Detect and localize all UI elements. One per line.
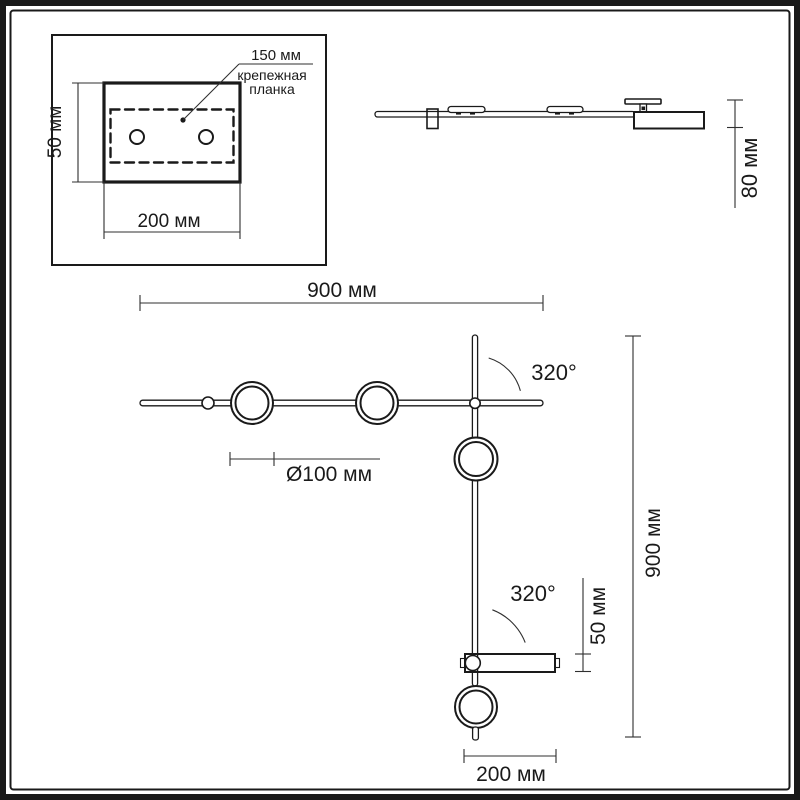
lamp-mount-nub — [555, 112, 560, 115]
side-view: 80 мм — [374, 98, 762, 208]
mount-bar-profile — [624, 98, 662, 105]
depth-dim-label: 80 мм — [737, 138, 762, 199]
bracket-width-dimension: 200 мм — [463, 749, 557, 786]
inset-frame — [51, 34, 327, 266]
arm-pivot — [201, 396, 215, 410]
ring-lamp-profile-1 — [447, 105, 486, 114]
ring-lamp-1 — [230, 381, 274, 425]
ring-inner — [458, 441, 494, 477]
height-dim-label: 900 мм — [642, 508, 665, 578]
bracket-height-dimension: 50 мм — [575, 578, 610, 673]
inset-view: 150 мм крепежная планка 50 мм 200 мм — [45, 34, 327, 266]
horizontal-arm — [139, 399, 544, 407]
driver-box-profile — [633, 111, 705, 130]
lower-rotation-arc — [492, 609, 526, 643]
ring-lamp-2 — [355, 381, 399, 425]
inset-height-dimension: 50 мм — [45, 82, 104, 183]
ring-lamp-4 — [454, 685, 498, 729]
lamp-mount-nub — [470, 112, 475, 115]
width-dim-label: 200 мм — [137, 211, 200, 232]
mounting-plate — [102, 81, 242, 184]
vertical-arm — [471, 334, 479, 687]
part-label-line1: крепежная — [237, 67, 306, 83]
ring-inner — [359, 385, 395, 421]
ring-lamp-profile-2 — [546, 105, 584, 114]
front-view: 900 мм 320° Ø100 мм — [139, 279, 665, 786]
arm-end-stub — [471, 726, 480, 741]
inner-frame — [9, 9, 791, 791]
part-label-line2: планка — [249, 81, 295, 97]
bracket-width-label: 200 мм — [476, 763, 546, 786]
crossing-pivot — [468, 397, 481, 410]
bracket-height-label: 50 мм — [587, 587, 610, 645]
screw-hole-left — [129, 129, 145, 145]
arm-profile — [374, 110, 636, 118]
width-dim-label: 900 мм — [307, 279, 377, 302]
upper-rotation-label: 320° — [531, 360, 577, 385]
inset-width-dimension: 200 мм — [103, 182, 241, 239]
lamp-mount-nub — [569, 112, 574, 115]
ring-inner — [458, 689, 494, 725]
lamp-mount-nub — [456, 112, 461, 115]
lower-rotation-label: 320° — [510, 581, 556, 606]
ring-lamp-3 — [453, 436, 499, 482]
offset-label: 150 мм — [251, 47, 301, 64]
ring-diameter-dimension: Ø100 мм — [229, 452, 380, 486]
height-dim-label: 50 мм — [45, 106, 66, 159]
width-dimension: 900 мм — [139, 279, 544, 311]
mounting-bar-dashed-outline — [109, 108, 235, 164]
depth-dimension: 80 мм — [727, 99, 762, 208]
leader-line — [182, 63, 240, 121]
ring-diameter-label: Ø100 мм — [286, 463, 372, 486]
bracket-pivot — [464, 654, 482, 672]
height-dimension: 900 мм — [625, 335, 665, 738]
clamp-profile — [426, 108, 439, 130]
screw-hole-right — [198, 129, 214, 145]
ring-inner — [234, 385, 270, 421]
upper-rotation-arc — [488, 357, 521, 391]
stem-pin — [641, 106, 646, 111]
